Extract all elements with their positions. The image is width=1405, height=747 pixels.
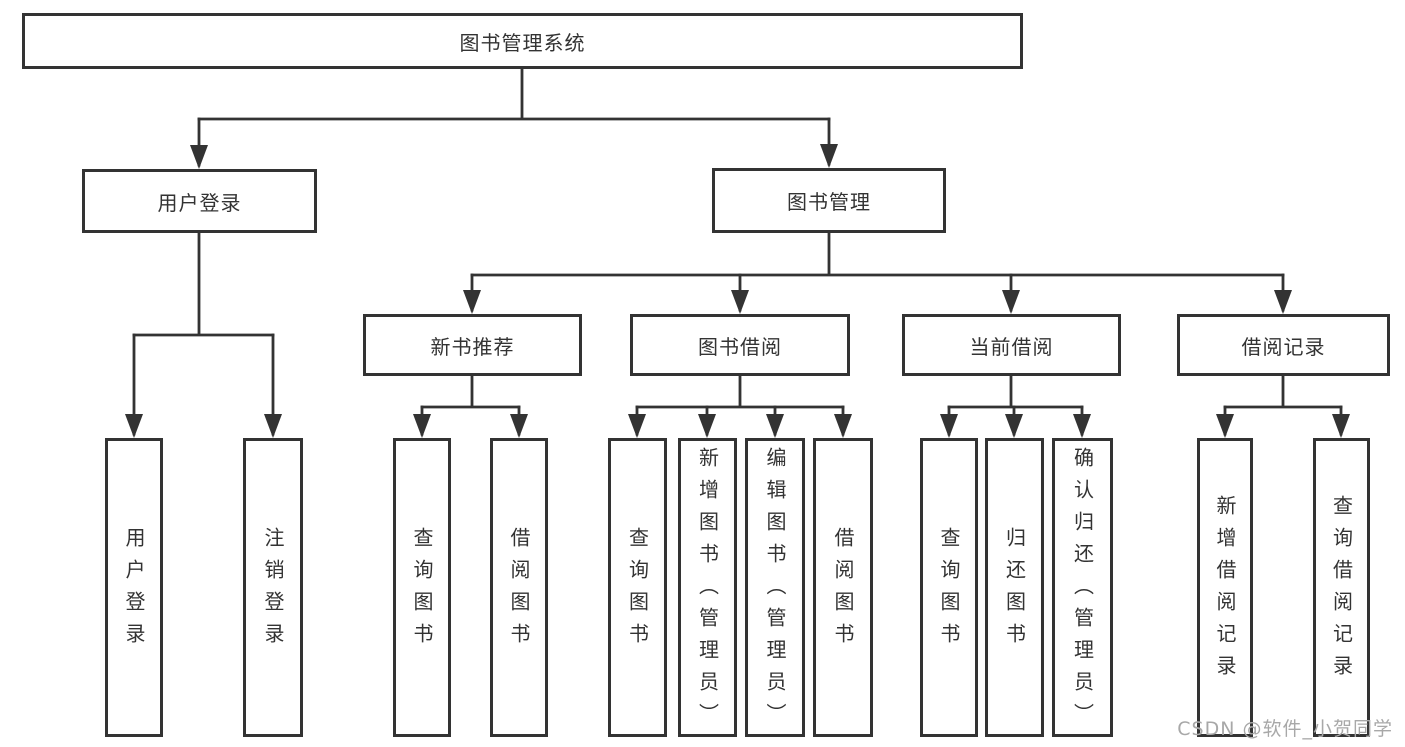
node-user-login: 用户登录 xyxy=(82,169,317,233)
leaf-add-book-admin: 新增图书（管理员） xyxy=(678,438,737,737)
leaf-query-books-recommend: 查询图书 xyxy=(393,438,451,737)
leaf-query-borrow-record: 查询借阅记录 xyxy=(1313,438,1370,737)
node-book-management: 图书管理 xyxy=(712,168,946,233)
leaf-query-books-borrowing: 查询图书 xyxy=(608,438,667,737)
leaf-edit-book-admin: 编辑图书（管理员） xyxy=(745,438,805,737)
leaf-user-login: 用户登录 xyxy=(105,438,163,737)
watermark: CSDN @软件_小贺同学 xyxy=(1177,718,1393,740)
leaf-return-book: 归还图书 xyxy=(985,438,1044,737)
leaf-borrow-books-borrowing: 借阅图书 xyxy=(813,438,873,737)
node-book-borrowing: 图书借阅 xyxy=(630,314,850,376)
node-new-book-recommend: 新书推荐 xyxy=(363,314,582,376)
node-current-borrowing: 当前借阅 xyxy=(902,314,1121,376)
leaf-borrow-books-recommend: 借阅图书 xyxy=(490,438,548,737)
leaf-query-books-current: 查询图书 xyxy=(920,438,978,737)
leaf-logout: 注销登录 xyxy=(243,438,303,737)
node-root: 图书管理系统 xyxy=(22,13,1023,69)
leaf-add-borrow-record: 新增借阅记录 xyxy=(1197,438,1253,737)
node-borrowing-records: 借阅记录 xyxy=(1177,314,1390,376)
leaf-confirm-return-admin: 确认归还（管理员） xyxy=(1052,438,1113,737)
